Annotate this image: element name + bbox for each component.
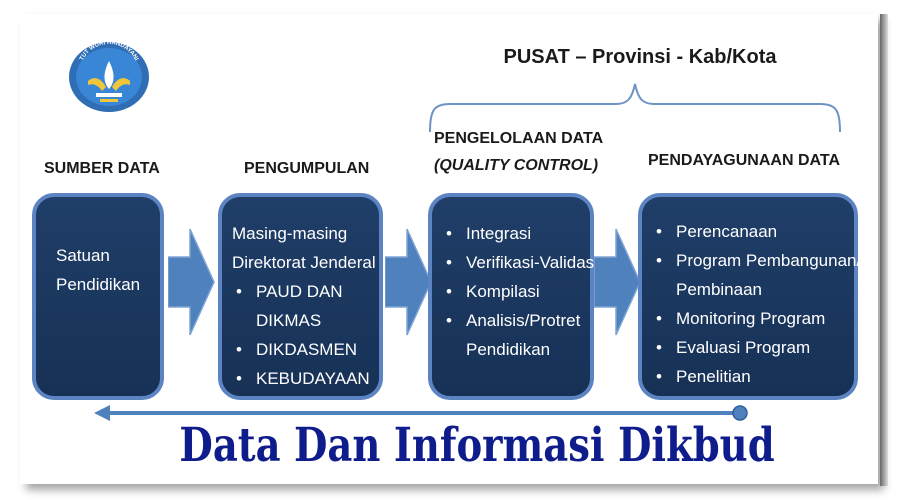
list-item: Perencanaan — [652, 217, 862, 246]
scope-brace — [429, 83, 841, 133]
feedback-arrow — [94, 405, 748, 421]
scope-label: PUSAT – Provinsi - Kab/Kota — [503, 46, 777, 68]
list-item: DIKDASMEN — [232, 335, 384, 364]
arrow-right-icon — [594, 228, 641, 336]
column-title-pengumpulan: PENGUMPULAN — [244, 160, 370, 177]
box-line: Satuan — [56, 246, 110, 265]
box-line: Direktorat Jenderal — [232, 253, 376, 272]
list-item-continuation: Pendidikan — [466, 340, 551, 359]
list-item: Program Pembangunan/ — [652, 246, 862, 275]
list-item: Verifikasi-Validasi — [442, 248, 598, 277]
list-item: Penelitian — [652, 362, 862, 391]
list-item: Monitoring Program — [652, 304, 862, 333]
column-title-pengelolaan: PENGELOLAAN DATA — [434, 130, 604, 147]
footer-title: Data Dan Informasi Dikbud — [179, 418, 775, 473]
box-line: Pendidikan — [56, 275, 141, 294]
box-pengumpulan: Masing-masing Direktorat Jenderal PAUD D… — [218, 193, 383, 400]
column-title-sumber-data: SUMBER DATA — [44, 160, 160, 177]
list-item: Analisis/Protret — [442, 306, 598, 335]
list-item: Integrasi — [442, 219, 598, 248]
list-item: PAUD DAN — [232, 277, 384, 306]
column-title-quality-control: (QUALITY CONTROL) — [434, 157, 599, 174]
arrow-right-icon — [385, 228, 432, 336]
list-item-continuation: Pembinaan — [676, 280, 763, 299]
box-sumber-data: Satuan Pendidikan — [32, 193, 164, 400]
arrow-right-icon — [168, 228, 215, 336]
list-item: Evaluasi Program — [652, 333, 862, 362]
list-item: KEBUDAYAAN — [232, 364, 384, 393]
frame-shadow — [880, 14, 888, 486]
list-item: Kompilasi — [442, 277, 598, 306]
tut-wuri-handayani-logo: TUT WURI HANDAYANI — [69, 40, 149, 112]
box-pendayagunaan-data: Perencanaan Program Pembangunan/ Pembina… — [638, 193, 861, 400]
list-item: DIKMAS — [256, 311, 322, 330]
box-pengelolaan-data: Integrasi Verifikasi-Validasi Kompilasi … — [428, 193, 598, 400]
column-title-pendayagunaan: PENDAYAGUNAAN DATA — [648, 152, 841, 169]
box-line: Masing-masing — [232, 224, 348, 243]
